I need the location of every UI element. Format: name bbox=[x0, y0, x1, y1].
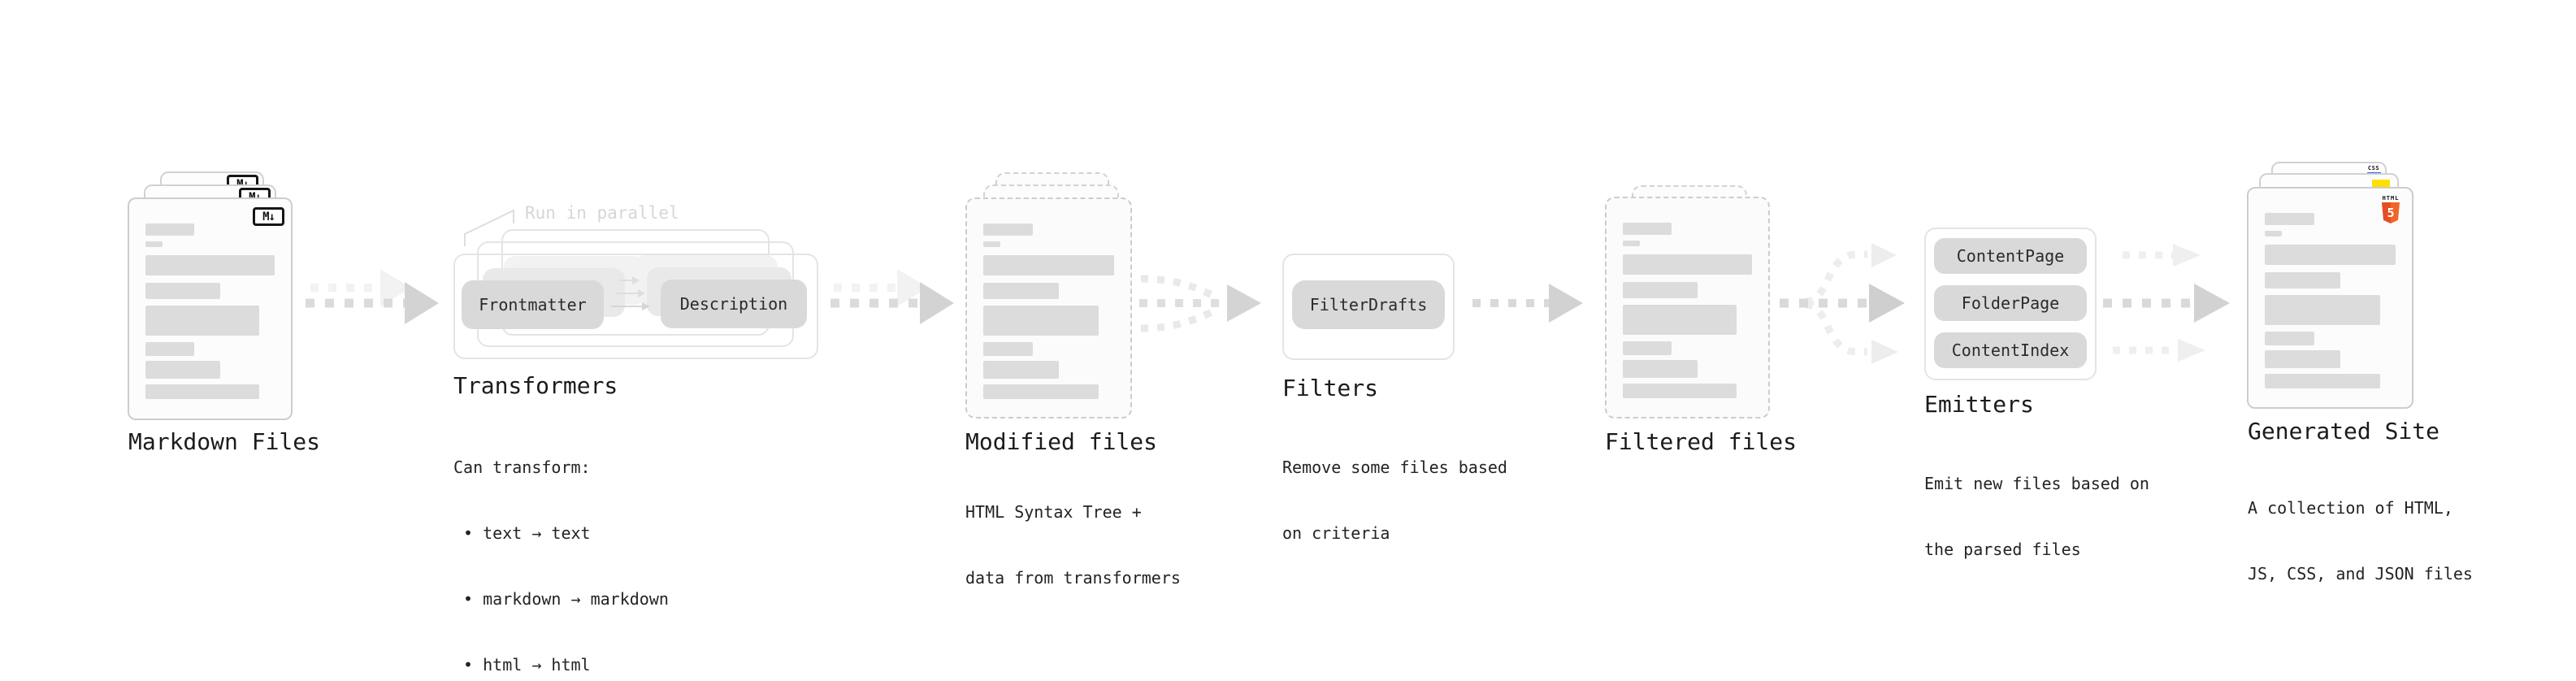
subtitle-line: data from transformers bbox=[965, 568, 1181, 588]
file-line-bar bbox=[145, 384, 259, 399]
html5-icon-number: 5 bbox=[2387, 206, 2395, 220]
file-line-bar bbox=[145, 342, 195, 356]
arrow-transformers-to-modified-ghost bbox=[834, 269, 928, 306]
file-line-bar bbox=[983, 361, 1060, 379]
file-line-bar bbox=[1623, 360, 1698, 378]
file-line-bar bbox=[2265, 350, 2341, 368]
file-line-bar bbox=[145, 306, 259, 336]
arrow-emitters-to-generated-top bbox=[2123, 244, 2201, 267]
file-line-bar bbox=[2265, 272, 2341, 288]
html5-icon: HTML 5 bbox=[2381, 195, 2400, 223]
file-line-bar bbox=[1623, 282, 1698, 298]
file-line-bar bbox=[1623, 254, 1752, 275]
transformers-subtitle: Can transform: • text → text • markdown … bbox=[453, 413, 669, 681]
emitter-pill-contentpage: ContentPage bbox=[1934, 238, 2087, 274]
markdown-icon: M↓ bbox=[253, 207, 284, 226]
modified-files-subtitle: HTML Syntax Tree + data from transformer… bbox=[965, 458, 1181, 633]
filters-subtitle: Remove some files based on criteria bbox=[1282, 413, 1507, 588]
file-line-bar bbox=[2265, 245, 2396, 265]
generated-file-card: HTML 5 bbox=[2247, 187, 2413, 409]
arrow-transformers-to-modified bbox=[830, 282, 954, 324]
transform-capability-item: • text → text bbox=[453, 523, 591, 543]
subtitle-line: A collection of HTML, bbox=[2248, 498, 2453, 518]
arrow-emitters-to-generated-bottom bbox=[2113, 339, 2205, 362]
node-title-emitters: Emitters bbox=[1924, 391, 2034, 418]
markdown-file-card: M↓ bbox=[128, 197, 293, 420]
arrow-markdown-to-transformers-ghost bbox=[310, 269, 411, 306]
file-line-bar bbox=[2265, 374, 2380, 388]
arrow-modified-to-filters-merge bbox=[1139, 275, 1261, 332]
file-line-bar bbox=[145, 241, 163, 247]
node-title-modified-files: Modified files bbox=[965, 428, 1158, 455]
file-line-bar bbox=[983, 283, 1060, 299]
file-line-bar bbox=[145, 223, 195, 236]
subtitle-line: Remove some files based bbox=[1282, 458, 1507, 477]
emitter-pill-contentindex: ContentIndex bbox=[1934, 332, 2087, 368]
file-line-bar bbox=[1623, 241, 1640, 246]
subtitle-line: on criteria bbox=[1282, 523, 1390, 543]
emitters-subtitle: Emit new files based on the parsed files bbox=[1924, 429, 2149, 605]
css-icon-label: CSS bbox=[2367, 165, 2380, 171]
file-line-bar bbox=[983, 223, 1034, 236]
modified-file-card bbox=[965, 197, 1132, 419]
filters-frame bbox=[1282, 254, 1455, 360]
arrow-markdown-to-transformers bbox=[306, 282, 439, 324]
subtitle-line: the parsed files bbox=[1924, 540, 2081, 559]
html5-icon-word: HTML bbox=[2382, 195, 2400, 202]
file-line-bar bbox=[2265, 332, 2315, 345]
filterdrafts-pill: FilterDrafts bbox=[1292, 280, 1445, 329]
subtitle-line: Can transform: bbox=[453, 458, 591, 477]
file-line-bar bbox=[2265, 295, 2380, 325]
arrow-filters-to-filtered bbox=[1472, 284, 1583, 323]
node-title-transformers: Transformers bbox=[453, 372, 618, 399]
transform-capability-item: • markdown → markdown bbox=[453, 589, 669, 609]
subtitle-line: HTML Syntax Tree + bbox=[965, 502, 1142, 522]
subtitle-line: Emit new files based on bbox=[1924, 474, 2149, 493]
node-title-filters: Filters bbox=[1282, 375, 1379, 401]
file-line-bar bbox=[983, 384, 1099, 399]
transformer-frame bbox=[453, 254, 818, 359]
frontmatter-pill: Frontmatter bbox=[462, 280, 604, 329]
file-line-bar bbox=[2265, 231, 2282, 236]
file-line-bar bbox=[1623, 223, 1672, 235]
node-title-markdown-files: Markdown Files bbox=[128, 428, 321, 455]
file-line-bar bbox=[983, 306, 1099, 336]
file-line-bar bbox=[2265, 213, 2315, 225]
transform-capability-item: • html → html bbox=[453, 655, 591, 674]
description-pill: Description bbox=[661, 280, 807, 328]
emitters-frame bbox=[1924, 228, 2097, 380]
file-line-bar bbox=[145, 283, 221, 299]
file-line-bar bbox=[983, 241, 1000, 247]
emitter-pill-folderpage: FolderPage bbox=[1934, 285, 2087, 321]
generated-site-subtitle: A collection of HTML, JS, CSS, and JSON … bbox=[2248, 453, 2473, 629]
file-line-bar bbox=[1623, 305, 1737, 335]
file-line-bar bbox=[1623, 341, 1672, 355]
filtered-file-card bbox=[1605, 197, 1770, 419]
file-line-bar bbox=[983, 342, 1034, 356]
file-line-bar bbox=[145, 255, 275, 275]
arrow-filtered-to-emitters-split bbox=[1780, 243, 1905, 364]
arrow-emitters-to-generated bbox=[2103, 284, 2230, 323]
subtitle-line: JS, CSS, and JSON files bbox=[2248, 564, 2473, 583]
node-title-filtered-files: Filtered files bbox=[1605, 428, 1798, 455]
file-line-bar bbox=[983, 255, 1114, 275]
file-line-bar bbox=[145, 361, 221, 379]
node-title-generated-site: Generated Site bbox=[2248, 418, 2440, 445]
run-in-parallel-label: Run in parallel bbox=[525, 203, 679, 223]
file-line-bar bbox=[1623, 384, 1737, 398]
